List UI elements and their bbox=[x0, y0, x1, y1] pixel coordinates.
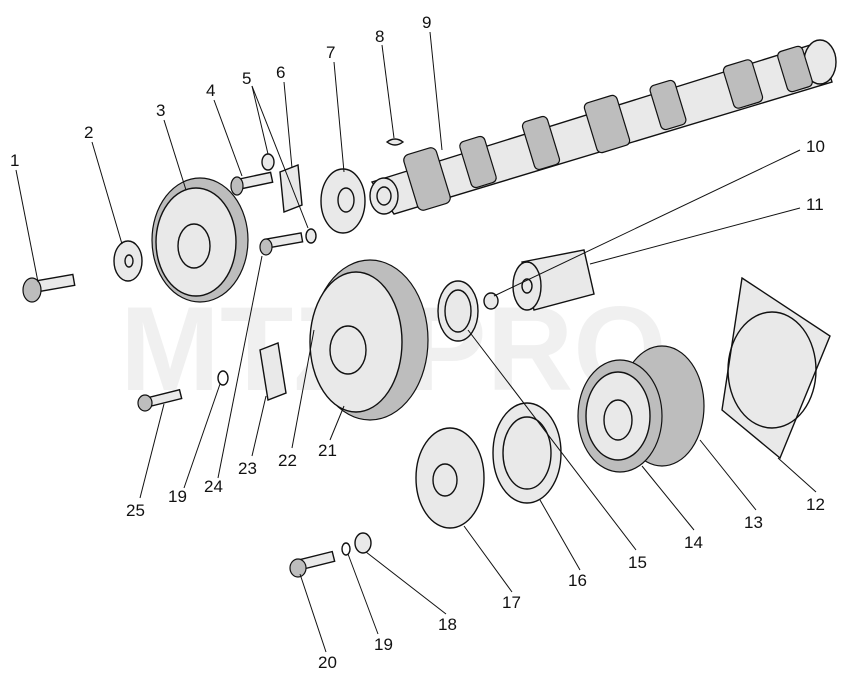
callout-label: 22 bbox=[278, 451, 297, 470]
callout-label: 19 bbox=[374, 635, 393, 654]
washer-part-15 bbox=[437, 280, 479, 342]
callout-label: 23 bbox=[238, 459, 257, 478]
callout-label: 16 bbox=[568, 571, 587, 590]
leader-lines bbox=[15, 31, 817, 653]
callout-label: 21 bbox=[318, 441, 337, 460]
washer-part-7 bbox=[320, 168, 366, 234]
washer-part-18 bbox=[354, 532, 372, 554]
camshaft bbox=[369, 39, 837, 215]
bolt-part-24 bbox=[259, 232, 304, 256]
gear-part-21 bbox=[309, 259, 429, 421]
callout-label: 2 bbox=[84, 123, 93, 142]
callout-label: 9 bbox=[422, 13, 431, 32]
key-part-8 bbox=[385, 138, 405, 146]
callout-label: 14 bbox=[684, 533, 703, 552]
plate-part-23 bbox=[259, 342, 287, 401]
callout-labels: 1 2 3 4 5 6 7 8 9 10 11 12 13 14 15 16 1… bbox=[10, 13, 825, 672]
callout-label: 25 bbox=[126, 501, 145, 520]
callout-label: 7 bbox=[326, 43, 335, 62]
bushing-part-11 bbox=[512, 249, 595, 311]
double-gear-part-13 bbox=[577, 345, 705, 473]
callout-label: 19 bbox=[168, 487, 187, 506]
callout-label: 17 bbox=[502, 593, 521, 612]
callout-label: 5 bbox=[242, 69, 251, 88]
callout-label: 4 bbox=[206, 81, 215, 100]
gasket-part-12 bbox=[721, 276, 831, 460]
bolt-part-4 bbox=[230, 171, 274, 196]
ring-part-19-b bbox=[341, 542, 351, 556]
ring-part-10 bbox=[483, 292, 499, 310]
washer-part-5-a bbox=[261, 153, 275, 171]
callout-label: 10 bbox=[806, 137, 825, 156]
washer-part-2 bbox=[113, 240, 143, 282]
callout-label: 3 bbox=[156, 101, 165, 120]
ring-part-19-a bbox=[217, 370, 229, 386]
callout-label: 12 bbox=[806, 495, 825, 514]
gear-part-3 bbox=[151, 177, 249, 303]
hub-plate-part-17 bbox=[415, 427, 485, 529]
disc-part-16 bbox=[492, 402, 562, 504]
callout-label: 8 bbox=[375, 27, 384, 46]
callout-label: 11 bbox=[806, 195, 824, 214]
bolt-part-25 bbox=[137, 388, 183, 412]
callout-label: 20 bbox=[318, 653, 337, 672]
bolt-part-1 bbox=[22, 273, 76, 303]
callout-label: 13 bbox=[744, 513, 763, 532]
callout-label: 18 bbox=[438, 615, 457, 634]
washer-part-5-b bbox=[305, 228, 317, 244]
callout-label: 6 bbox=[276, 63, 285, 82]
bolt-part-20 bbox=[289, 550, 336, 578]
callout-label: 15 bbox=[628, 553, 647, 572]
callout-label: 1 bbox=[10, 151, 19, 170]
callout-label: 24 bbox=[204, 477, 223, 496]
